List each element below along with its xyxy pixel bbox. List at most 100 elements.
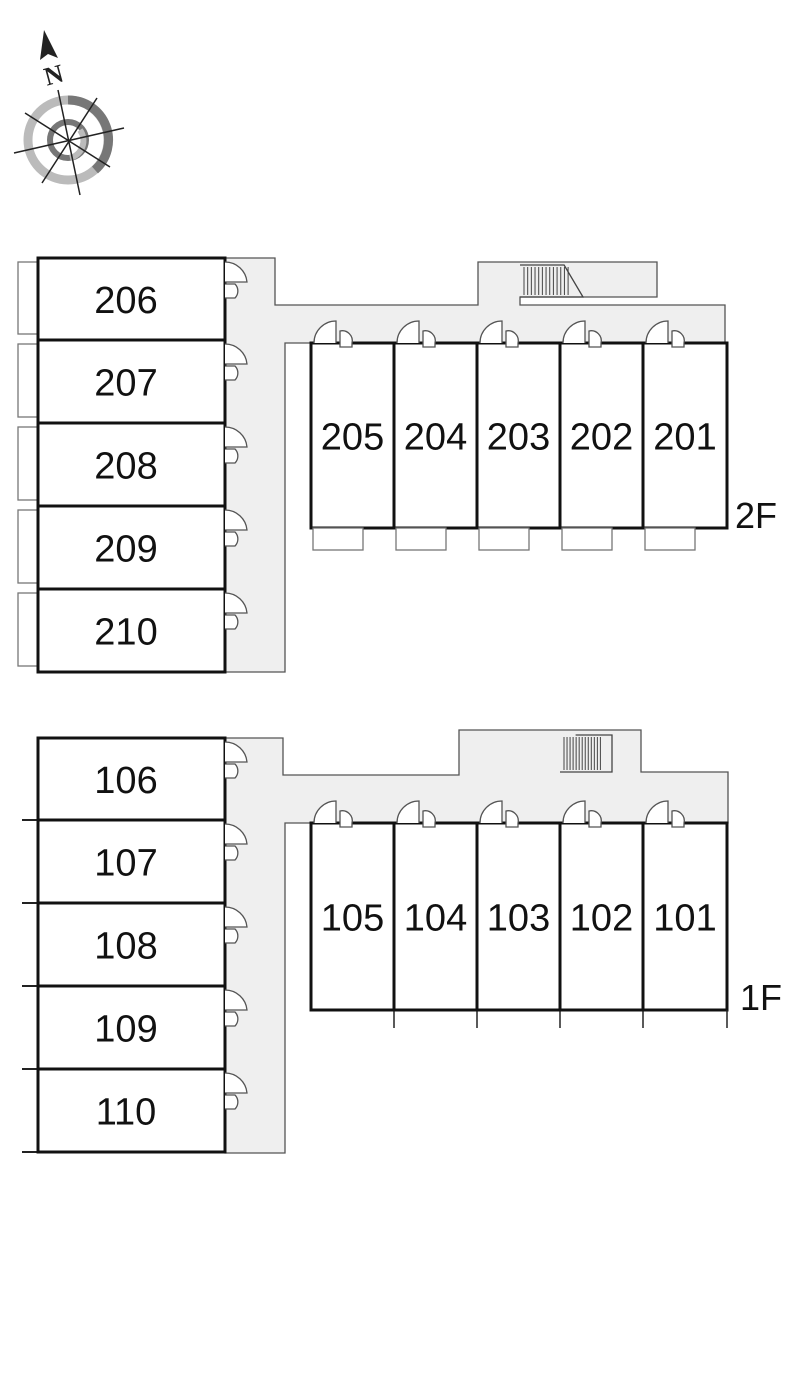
unit-number: 108 [94,926,157,968]
door-icon [422,330,436,348]
door-icon [505,330,519,348]
unit[interactable]: 201 [641,320,729,551]
door-icon [562,320,586,344]
unit-number: 208 [94,446,157,488]
unit-outline [36,1067,227,1154]
unit-number: 101 [653,898,716,940]
unit[interactable]: 107 [22,818,248,905]
door-icon [224,343,248,365]
unit[interactable]: 102 [558,800,645,1028]
unit-number: 207 [94,363,157,405]
unit-outline [309,821,396,1012]
door-icon [224,426,248,448]
balcony [17,426,39,501]
unit[interactable]: 106 [22,736,248,822]
unit-number: 105 [321,898,384,940]
stairs-icon [560,734,613,773]
door-icon [562,800,586,824]
unit-outline [392,821,479,1012]
unit[interactable]: 202 [558,320,645,551]
door-icon [645,800,669,824]
door-icon [224,823,248,845]
unit-outline [36,901,227,988]
unit-number: 110 [96,1092,157,1134]
compass-icon: N [13,30,125,196]
stairs-icon [520,264,585,298]
door-icon [224,741,248,763]
door-icon [224,906,248,928]
unit[interactable]: 104 [392,800,479,1028]
door-icon [225,1011,239,1027]
unit[interactable]: 206 [17,256,248,342]
unit-outline [36,736,227,822]
unit[interactable]: 110 [22,1067,248,1154]
floor-label: 2F [735,495,777,536]
unit-number: 107 [94,843,157,885]
unit[interactable]: 108 [22,901,248,988]
unit-number: 102 [570,898,633,940]
unit[interactable]: 208 [17,421,248,508]
unit[interactable]: 109 [22,984,248,1071]
unit-number: 106 [94,760,157,802]
door-icon [225,1094,239,1110]
unit-outline [558,821,645,1012]
unit-outline [36,421,227,508]
unit-number: 203 [487,417,550,459]
balcony [644,527,696,551]
door-icon [396,800,420,824]
door-icon [671,810,685,828]
unit-number: 202 [570,417,633,459]
door-icon [224,592,248,614]
door-icon [645,320,669,344]
unit-number: 209 [94,529,157,571]
unit[interactable]: 209 [17,504,248,591]
unit[interactable]: 105 [309,800,396,1028]
unit[interactable]: 210 [17,587,248,674]
balcony [17,261,39,335]
unit-outline [36,256,227,342]
unit-number: 201 [653,417,716,459]
unit-outline [475,821,562,1012]
unit-outline [641,341,729,530]
floor-label: 1F [740,977,782,1018]
unit-number: 104 [404,898,467,940]
door-icon [225,763,239,779]
door-icon [479,800,503,824]
north-label: N [41,59,67,92]
door-icon [224,509,248,531]
unit[interactable]: 207 [17,338,248,425]
balcony [395,527,447,551]
unit[interactable]: 103 [475,800,562,1028]
balcony [17,509,39,584]
balcony [561,527,613,551]
door-icon [588,330,602,348]
door-icon [339,810,353,828]
door-icon [225,531,239,547]
balcony [17,592,39,667]
door-icon [671,330,685,348]
door-icon [479,320,503,344]
door-icon [396,320,420,344]
door-icon [313,800,337,824]
door-icon [225,365,239,381]
unit[interactable]: 204 [392,320,479,551]
unit-number: 109 [94,1009,157,1051]
door-icon [588,810,602,828]
unit[interactable]: 205 [309,320,396,551]
door-icon [224,989,248,1011]
floor-1: 106 107 108 109 110 105 104 103 102 101 1F [22,729,782,1154]
balcony [478,527,530,551]
unit-number: 103 [487,898,550,940]
door-icon [225,283,239,299]
door-icon [225,845,239,861]
door-icon [225,928,239,944]
unit[interactable]: 101 [641,800,729,1028]
unit[interactable]: 203 [475,320,562,551]
unit-outline [475,341,562,530]
balcony [17,343,39,418]
unit-number: 204 [404,417,467,459]
door-icon [505,810,519,828]
door-icon [339,330,353,348]
